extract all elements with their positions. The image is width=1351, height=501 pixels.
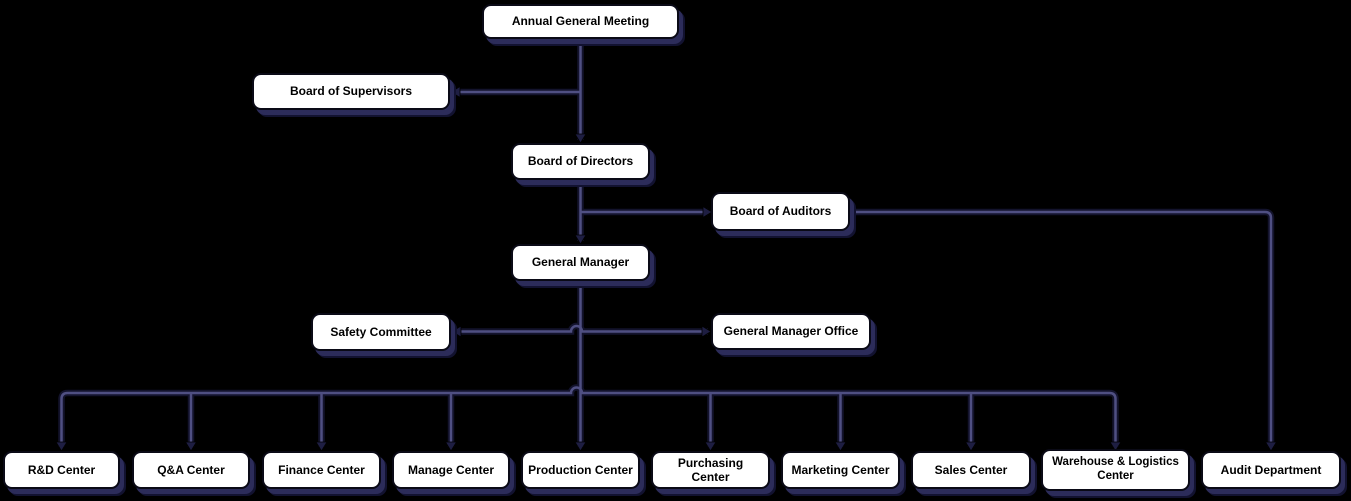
org-node-finance-center: Finance Center xyxy=(262,451,381,489)
connector-outlines xyxy=(62,39,1272,447)
arrowhead-icons xyxy=(55,85,1278,452)
org-node-general-manager-office: General Manager Office xyxy=(711,313,871,350)
org-node-sales-center: Sales Center xyxy=(911,451,1031,489)
org-node-board-of-directors: Board of Directors xyxy=(511,143,650,180)
org-node-warehouse-logistics-center: Warehouse & Logistics Center xyxy=(1041,449,1190,491)
org-node-manage-center: Manage Center xyxy=(392,451,510,489)
org-node-purchasing-center: Purchasing Center xyxy=(651,451,770,489)
org-node-qa-center: Q&A Center xyxy=(132,451,250,489)
org-node-rd-center: R&D Center xyxy=(3,451,120,489)
org-node-board-of-auditors: Board of Auditors xyxy=(711,192,850,231)
org-node-production-center: Production Center xyxy=(521,451,640,489)
org-node-annual-general-meeting: Annual General Meeting xyxy=(482,4,679,39)
org-node-board-of-supervisors: Board of Supervisors xyxy=(252,73,450,110)
org-node-safety-committee: Safety Committee xyxy=(311,313,451,351)
org-node-general-manager: General Manager xyxy=(511,244,650,281)
connector-cores xyxy=(60,37,1273,449)
org-node-audit-department: Audit Department xyxy=(1201,451,1341,489)
org-node-marketing-center: Marketing Center xyxy=(781,451,900,489)
